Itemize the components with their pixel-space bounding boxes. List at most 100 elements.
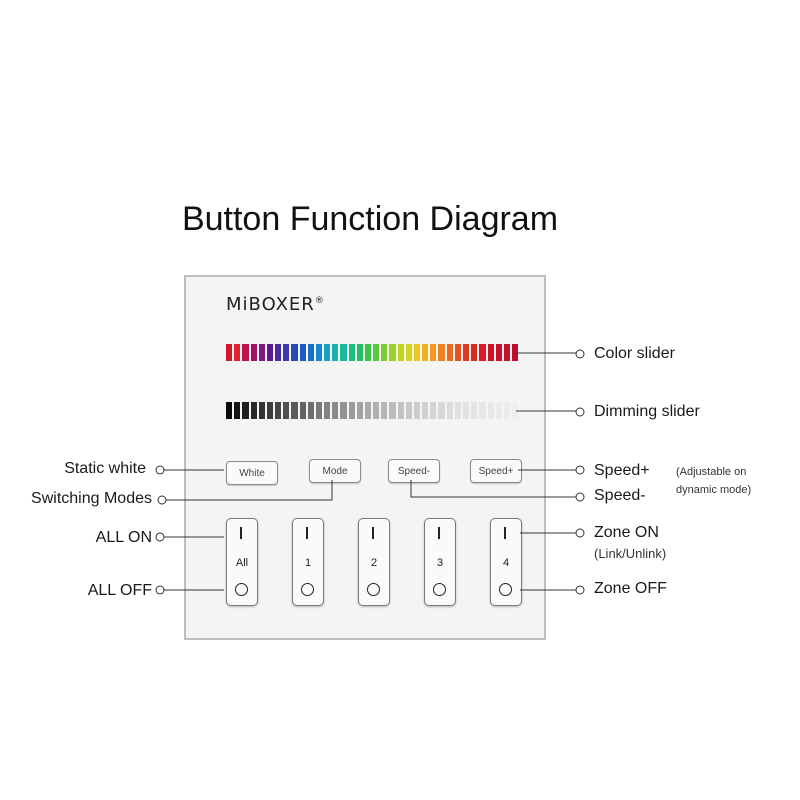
dimming-slider-segment[interactable]	[266, 402, 274, 419]
color-slider-segment[interactable]	[250, 344, 257, 361]
dimming-slider-segment[interactable]	[275, 402, 282, 419]
page-title: Button Function Diagram	[181, 200, 559, 238]
dimming-slider-segment[interactable]	[487, 402, 494, 419]
label-color-slider: Color slider	[594, 345, 675, 362]
dimming-slider-segment[interactable]	[438, 402, 445, 419]
dimming-slider-segment[interactable]	[283, 402, 290, 419]
callout-dot-all-on	[155, 532, 165, 542]
color-slider-segment[interactable]	[430, 344, 437, 361]
color-slider-segment[interactable]	[324, 344, 331, 361]
dimming-slider-segment[interactable]	[471, 402, 478, 419]
color-slider-segment[interactable]	[503, 344, 511, 361]
dimming-slider-segment[interactable]	[299, 402, 306, 419]
color-slider-segment[interactable]	[291, 344, 298, 361]
dimming-slider-segment[interactable]	[242, 402, 249, 419]
color-slider-segment[interactable]	[487, 344, 494, 361]
zone-label: 1	[304, 557, 312, 569]
mode-button[interactable]: Mode	[309, 459, 361, 483]
dimming-slider-segment[interactable]	[446, 402, 453, 419]
color-slider-segment[interactable]	[315, 344, 323, 361]
color-slider-segment[interactable]	[332, 344, 339, 361]
dimming-slider-segment[interactable]	[495, 402, 502, 419]
speed-plus-button[interactable]: Speed+	[470, 459, 522, 483]
zone-button-3[interactable]: 3	[424, 518, 456, 606]
dimming-slider-segment[interactable]	[332, 402, 339, 419]
color-slider-segment[interactable]	[422, 344, 429, 361]
dimming-slider-segment[interactable]	[234, 402, 241, 419]
color-slider-segment[interactable]	[471, 344, 478, 361]
dimming-slider-segment[interactable]	[503, 402, 511, 419]
label-all-off: ALL OFF	[87, 582, 152, 599]
color-slider-segment[interactable]	[356, 344, 363, 361]
color-slider-segment[interactable]	[405, 344, 412, 361]
on-icon	[504, 527, 506, 539]
dimming-slider-segment[interactable]	[413, 402, 421, 419]
zone-button-1[interactable]: 1	[292, 518, 324, 606]
dimming-slider-segment[interactable]	[397, 402, 404, 419]
dimming-slider[interactable]	[226, 402, 519, 419]
dimming-slider-segment[interactable]	[348, 402, 355, 419]
color-slider-segment[interactable]	[299, 344, 306, 361]
dimming-slider-segment[interactable]	[405, 402, 412, 419]
dimming-slider-segment[interactable]	[422, 402, 429, 419]
color-slider-segment[interactable]	[389, 344, 396, 361]
color-slider-segment[interactable]	[454, 344, 461, 361]
white-button[interactable]: White	[226, 461, 278, 485]
color-slider-segment[interactable]	[266, 344, 274, 361]
color-slider-segment[interactable]	[226, 344, 233, 361]
color-slider-segment[interactable]	[381, 344, 388, 361]
color-slider-segment[interactable]	[438, 344, 445, 361]
color-slider-segment[interactable]	[364, 344, 372, 361]
color-slider[interactable]	[226, 344, 519, 361]
dimming-slider-segment[interactable]	[479, 402, 486, 419]
dimming-slider-segment[interactable]	[512, 402, 519, 419]
zone-label: 4	[502, 557, 510, 569]
color-slider-segment[interactable]	[348, 344, 355, 361]
color-slider-segment[interactable]	[258, 344, 265, 361]
color-slider-segment[interactable]	[373, 344, 380, 361]
control-panel: MiBOXER® White Mode Speed- Speed+ All 1 …	[184, 275, 546, 640]
dimming-slider-segment[interactable]	[389, 402, 396, 419]
dimming-slider-segment[interactable]	[258, 402, 265, 419]
dimming-slider-segment[interactable]	[454, 402, 461, 419]
color-slider-segment[interactable]	[446, 344, 453, 361]
callout-dot-color-slider	[575, 349, 585, 359]
dimming-slider-segment[interactable]	[307, 402, 314, 419]
zone-button-2[interactable]: 2	[358, 518, 390, 606]
callout-line-switching-modes	[166, 480, 333, 501]
label-adjustable-line2: dynamic mode)	[676, 484, 752, 496]
speed-minus-button[interactable]: Speed-	[388, 459, 440, 483]
zone-button-all[interactable]: All	[226, 518, 258, 606]
color-slider-segment[interactable]	[234, 344, 241, 361]
color-slider-segment[interactable]	[495, 344, 502, 361]
dimming-slider-segment[interactable]	[226, 402, 233, 419]
color-slider-segment[interactable]	[340, 344, 347, 361]
color-slider-segment[interactable]	[307, 344, 314, 361]
dimming-slider-segment[interactable]	[430, 402, 437, 419]
dimming-slider-segment[interactable]	[315, 402, 323, 419]
color-slider-segment[interactable]	[283, 344, 290, 361]
dimming-slider-segment[interactable]	[373, 402, 380, 419]
dimming-slider-segment[interactable]	[250, 402, 257, 419]
callout-dot-zone-on	[575, 528, 585, 538]
dimming-slider-segment[interactable]	[340, 402, 347, 419]
on-icon	[306, 527, 308, 539]
zone-button-4[interactable]: 4	[490, 518, 522, 606]
dimming-slider-segment[interactable]	[324, 402, 331, 419]
dimming-slider-segment[interactable]	[381, 402, 388, 419]
callout-dot-zone-off	[575, 585, 585, 595]
dimming-slider-segment[interactable]	[291, 402, 298, 419]
color-slider-segment[interactable]	[462, 344, 470, 361]
color-slider-segment[interactable]	[479, 344, 486, 361]
callout-dot-static-white	[155, 465, 165, 475]
color-slider-segment[interactable]	[397, 344, 404, 361]
color-slider-segment[interactable]	[413, 344, 421, 361]
color-slider-segment[interactable]	[275, 344, 282, 361]
dimming-slider-segment[interactable]	[462, 402, 470, 419]
color-slider-segment[interactable]	[512, 344, 519, 361]
label-speed-plus: Speed+	[594, 462, 650, 479]
dimming-slider-segment[interactable]	[364, 402, 372, 419]
color-slider-segment[interactable]	[242, 344, 249, 361]
dimming-slider-segment[interactable]	[356, 402, 363, 419]
zone-label: 2	[370, 557, 378, 569]
